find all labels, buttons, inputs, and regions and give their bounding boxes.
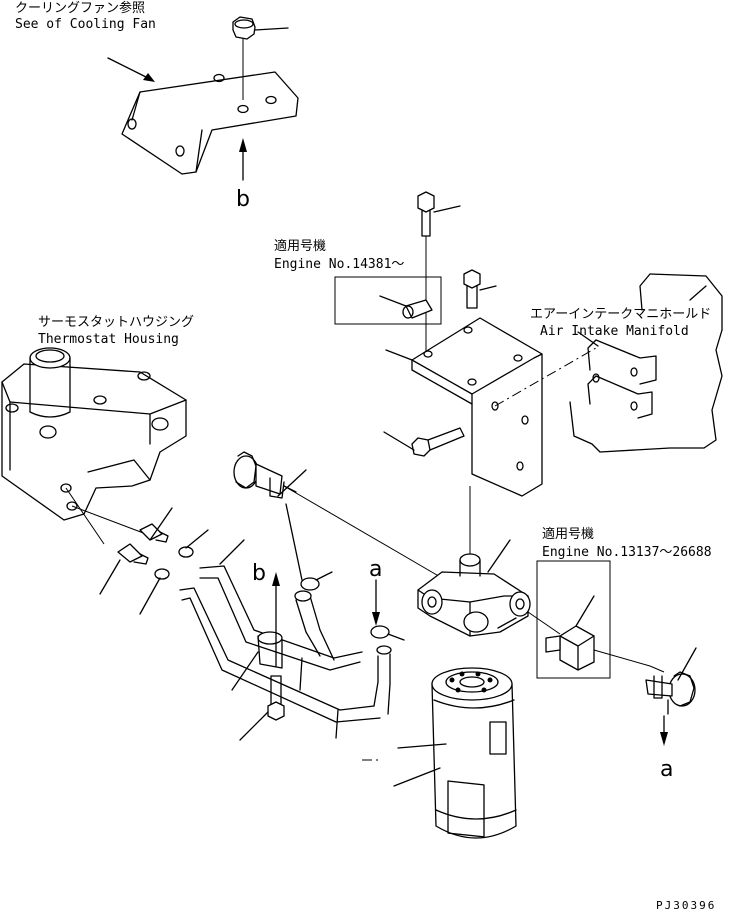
thermostat-label-jp: サーモスタットハウジング — [38, 315, 194, 330]
banjo-connector — [233, 451, 307, 499]
banjo-right — [645, 647, 697, 715]
ref-b-lower: b — [252, 561, 266, 586]
arrow-b-lower — [272, 572, 280, 667]
cooling-fan-bracket — [121, 71, 299, 175]
lower-bolt — [239, 675, 285, 741]
bolt-right — [463, 269, 497, 309]
engine-13137-box — [536, 560, 611, 679]
air-intake-manifold — [569, 273, 723, 453]
fuel-filter-cartridge — [393, 667, 517, 839]
clamp-lower — [139, 568, 170, 615]
engine-13137-label-en: Engine No.13137～26688 — [542, 545, 712, 560]
manifold-label-en: Air Intake Manifold — [540, 324, 689, 339]
bolt-side — [383, 427, 465, 457]
arrow-a-lower — [660, 715, 668, 746]
engine-14381-label-en: Engine No.14381～ — [274, 257, 404, 272]
engine-14381-box — [334, 276, 442, 325]
fuel-pipes — [179, 539, 392, 723]
fitting-upper — [139, 507, 173, 543]
mounting-bracket — [385, 317, 543, 497]
arrow-a-upper — [372, 579, 380, 626]
filter-head — [417, 539, 531, 637]
arrow-b-upper — [239, 138, 247, 181]
manifold-label-jp: エアーインテークマニホールド — [530, 307, 711, 322]
fitting-lower — [99, 543, 149, 595]
thermostat-housing — [1, 347, 187, 521]
thermostat-label-en: Thermostat Housing — [38, 332, 179, 347]
bracket-nut — [232, 16, 289, 40]
cooling-fan-label-jp: クーリングファン参照 — [15, 0, 145, 16]
bolt-top — [417, 191, 461, 237]
engine-14381-label-jp: 適用号機 — [274, 238, 326, 254]
ref-b-upper: b — [236, 187, 250, 212]
cooling-fan-label-en: See of Cooling Fan — [15, 17, 156, 32]
engine-13137-label-jp: 適用号機 — [542, 526, 594, 542]
clamp-upper — [178, 529, 209, 558]
ref-a-lower: a — [660, 757, 673, 782]
ref-a-upper: a — [369, 557, 382, 582]
clamp-mid — [285, 503, 333, 591]
drawing-code: PJ30396 — [656, 899, 716, 911]
clamp-a — [370, 625, 405, 641]
